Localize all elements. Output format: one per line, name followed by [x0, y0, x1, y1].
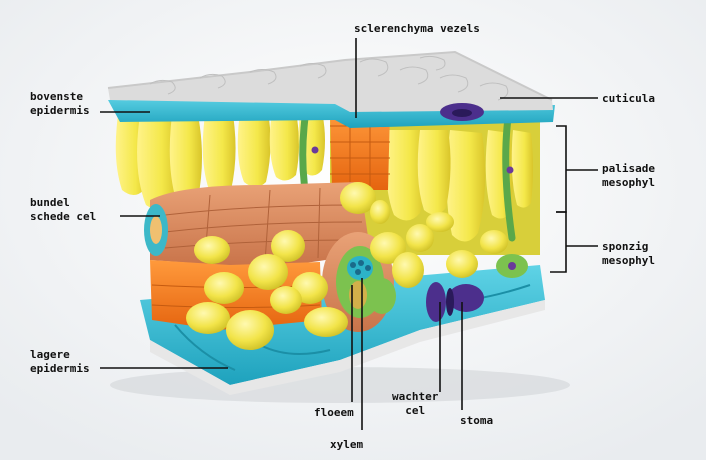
cuticle: [107, 50, 553, 112]
sclerenchyma-fibers: [330, 110, 390, 190]
label-stoma: stoma: [460, 414, 494, 427]
pointer-lines: [100, 38, 598, 430]
label-palisade-mesophyll: palisade mesophyl: [602, 162, 655, 189]
label-bundle-sheath: bundel schede cel: [30, 196, 97, 223]
upper-epidermis: [108, 95, 555, 128]
label-phloem: floeem: [314, 406, 354, 419]
label-xylem: xylem: [330, 438, 364, 451]
label-cuticle: cuticula: [602, 92, 655, 105]
label-guard-cell: wachter cel: [392, 390, 439, 417]
lower-guard-cells: [426, 282, 484, 322]
label-sclerenchyma: sclerenchyma vezels: [354, 22, 480, 35]
upper-guard-cells: [440, 103, 484, 121]
spongy-mesophyll-cells: [186, 182, 508, 350]
label-spongy-mesophyll: sponzig mesophyl: [602, 240, 655, 267]
label-upper-epidermis: bovenste epidermis: [30, 90, 90, 117]
chloroplast-cells-bottom: [368, 254, 528, 314]
label-lower-epidermis: lagere epidermis: [30, 348, 90, 375]
